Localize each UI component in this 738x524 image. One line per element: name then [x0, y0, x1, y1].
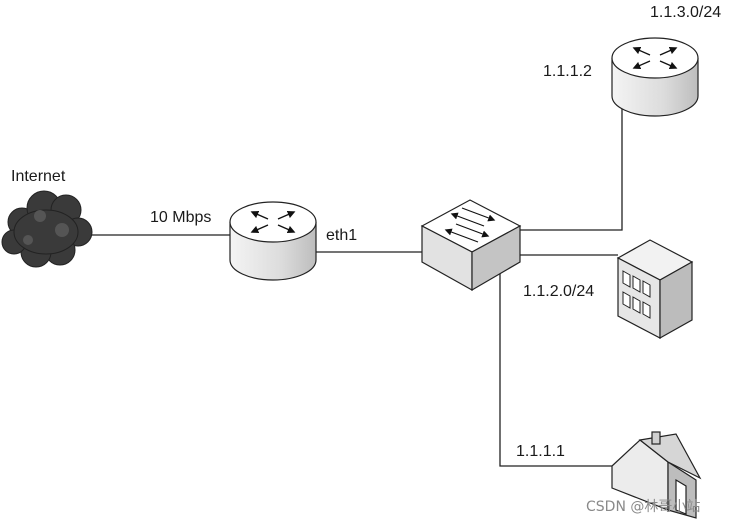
label-router-top-ip: 1.1.1.2: [543, 63, 592, 80]
links: [88, 108, 623, 467]
building-icon: [616, 239, 694, 340]
label-net-building: 1.1.2.0/24: [523, 283, 595, 300]
cloud-icon: [1, 190, 93, 268]
label-house-ip: 1.1.1.1: [516, 443, 565, 460]
label-net-top: 1.1.3.0/24: [650, 4, 722, 21]
label-interface: eth1: [326, 227, 358, 244]
router-icon: [611, 37, 699, 117]
router-icon: [229, 201, 317, 281]
switch-icon: [420, 199, 522, 292]
house-icon: [611, 431, 702, 519]
watermark: CSDN @林哥小站: [586, 499, 701, 515]
link-switch-house: [499, 272, 612, 467]
link-switch-top-router: [520, 108, 623, 231]
label-uplink-speed: 10 Mbps: [150, 209, 212, 226]
label-internet: Internet: [11, 168, 66, 185]
